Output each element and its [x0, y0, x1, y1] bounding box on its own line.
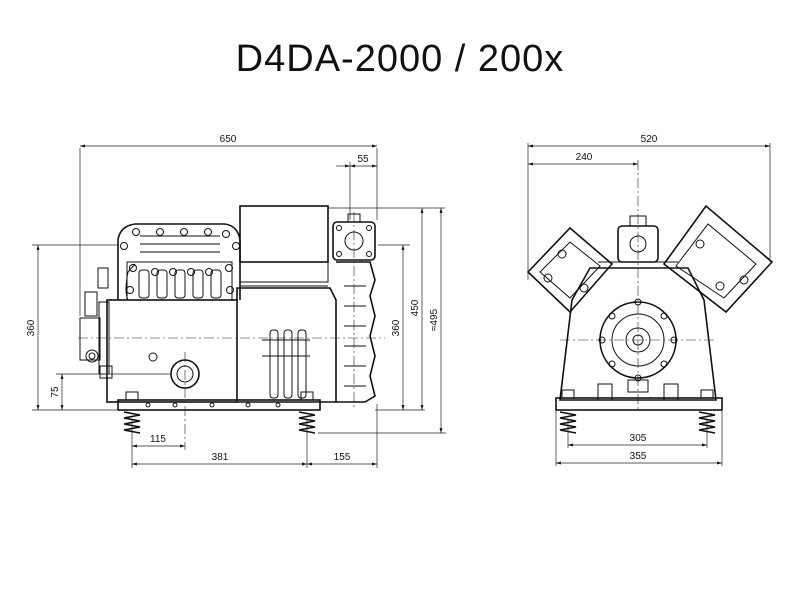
dim-305: 305 [630, 433, 647, 444]
front-base-plate [555, 397, 723, 411]
cylinder-heads [117, 223, 241, 301]
terminal-box-base [239, 261, 329, 283]
oil-pump-housing [79, 317, 101, 361]
dim-360-left: 360 [26, 319, 37, 336]
dim-495: ≈495 [429, 308, 440, 331]
terminal-box [239, 205, 329, 263]
dim-650: 650 [220, 134, 237, 145]
dim-520: 520 [641, 134, 658, 145]
dim-155: 155 [334, 452, 351, 463]
dim-115: 115 [150, 434, 166, 445]
crankcase-body [106, 299, 238, 403]
right-cylinder-head [662, 204, 774, 314]
base-plate [117, 399, 321, 411]
motor-housing [236, 287, 337, 402]
motor-end-fins [336, 261, 376, 403]
dim-55: 55 [357, 154, 369, 165]
dim-450: 450 [410, 299, 421, 316]
dim-360-right: 360 [391, 319, 402, 336]
dim-355: 355 [630, 451, 647, 462]
dim-381: 381 [212, 452, 229, 463]
dim-240: 240 [576, 152, 593, 163]
oil-pump-port [85, 349, 99, 363]
crankcase-front [559, 267, 717, 401]
pressure-switch [84, 291, 98, 317]
side-view: 650 55 360 75 360 450 ≈495 115 381 [26, 134, 446, 468]
front-view: 520 240 305 355 [526, 134, 774, 466]
dim-75: 75 [50, 386, 61, 398]
left-cylinder-head [526, 226, 614, 314]
drawing-title: D4DA-2000 / 200x [235, 38, 565, 80]
